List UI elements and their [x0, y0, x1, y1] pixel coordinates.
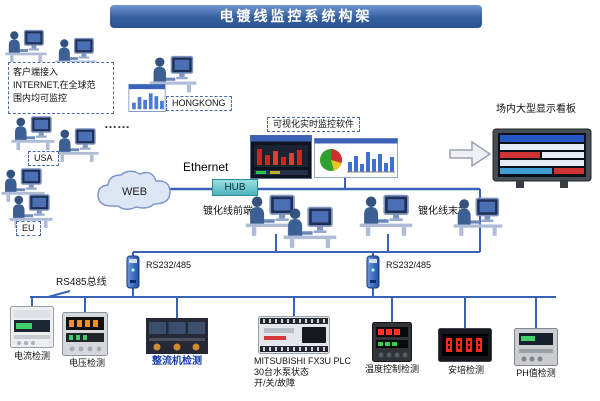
internet-note-line3: 围内均可监控 — [13, 93, 68, 104]
device-label-rectifier: 整流机检测 — [152, 356, 202, 367]
device-sublabel-plc-2: 开/关/故障 — [254, 378, 296, 388]
rs232-right-label: RS232/485 — [386, 260, 432, 270]
ellipsis-label: …… — [104, 116, 130, 131]
display-board-label: 场内大型显示看板 — [496, 104, 576, 115]
workstation-icon — [54, 124, 100, 164]
workstation-icon — [282, 202, 338, 250]
rs485-bus-label: RS485总线 — [56, 277, 107, 288]
plc-image — [258, 316, 330, 354]
rs232-converter-left-icon — [125, 254, 141, 290]
line-end-label: 镀化线末端 — [418, 206, 468, 217]
voltage-meter-image — [62, 312, 108, 356]
device-label-ampere: 安培检测 — [447, 365, 484, 375]
monitor-screenshot-charts — [314, 138, 398, 178]
workstation-icon — [10, 112, 56, 152]
page-title: 电镀线监控系统构架 — [110, 5, 482, 28]
device-label-voltage: 电压检测 — [68, 358, 105, 368]
internet-note-line2: INTERNET,在全球范 — [13, 80, 96, 91]
monitor-screenshot-dark — [250, 135, 312, 179]
rs232-converter-right-icon — [365, 254, 381, 290]
current-meter-image — [10, 306, 54, 348]
device-label-plc: MITSUBISHI FX3U PLC — [254, 356, 352, 366]
device-label-current: 电流检测 — [13, 351, 50, 361]
internet-note-box: 客户端接入 INTERNET,在全球范 围内均可监控 — [8, 62, 114, 114]
ph-meter-image — [514, 328, 558, 366]
temperature-controller-image — [372, 322, 412, 362]
web-cloud: WEB — [97, 170, 171, 210]
ampere-display-image — [438, 328, 492, 362]
rectifier-image — [146, 318, 208, 354]
eu-label: EU — [16, 221, 41, 237]
display-board-image — [492, 128, 592, 188]
internet-note-line1: 客户端接入 — [13, 67, 59, 77]
workstation-icon — [358, 190, 414, 238]
workstation-icon — [452, 193, 504, 238]
web-cloud-label: WEB — [122, 186, 147, 198]
device-label-temperature: 温度控制检测 — [364, 364, 419, 374]
rs232-left-label: RS232/485 — [146, 260, 192, 270]
usa-label: USA — [28, 151, 59, 167]
flow-arrow-icon — [449, 140, 492, 168]
device-label-ph: PH值检测 — [516, 368, 556, 378]
software-label: 可视化实时监控软件 — [267, 117, 361, 133]
hub-box: HUB — [212, 179, 258, 196]
ethernet-label: Ethernet — [183, 160, 229, 174]
workstation-icon — [4, 26, 48, 64]
line-front-label: 镀化线前端 — [203, 206, 253, 217]
hongkong-label: HONGKONG — [166, 96, 232, 112]
device-sublabel-plc-1: 30台水泵状态 — [254, 367, 310, 377]
chart-window-icon — [128, 84, 166, 112]
